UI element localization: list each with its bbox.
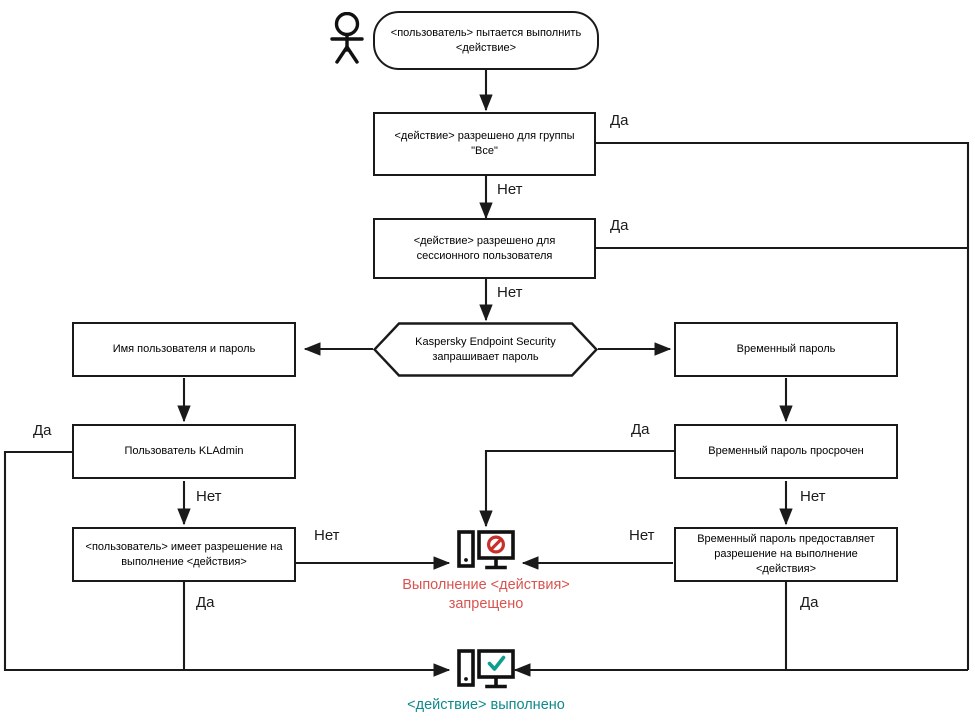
- node-temp-password: Временный пароль: [674, 322, 898, 377]
- node-temp-password-expired: Временный пароль просрочен: [674, 424, 898, 479]
- edge-label-yes-kladmin: Да: [33, 422, 52, 439]
- edge-label-no-expired: Нет: [800, 488, 826, 505]
- terminal-denied-label: Выполнение <действия> запрещено: [336, 576, 636, 614]
- edge-label-yes-session: Да: [610, 217, 629, 234]
- person-icon: [326, 11, 368, 69]
- node-allowed-everyone-label: <действие> разрешено для группы "Все": [394, 130, 575, 157]
- edge-label-yes-everyone: Да: [610, 112, 629, 129]
- edge-label-no-kladmin: Нет: [196, 488, 222, 505]
- edge-label-no-everyone: Нет: [497, 181, 523, 198]
- terminal-allowed-label: <действие> выполнено: [407, 697, 565, 713]
- node-start: <пользователь> пытается выполнить <дейст…: [373, 11, 599, 70]
- node-allowed-session-user-label: <действие> разрешено для сессионного пол…: [413, 234, 556, 262]
- edge-label-yes-grants: Да: [800, 594, 819, 611]
- node-allowed-session-user: <действие> разрешено для сессионного пол…: [373, 218, 596, 279]
- node-allowed-everyone: <действие> разрешено для группы "Все": [373, 112, 596, 176]
- terminal-denied-line1: Выполнение <действия>: [402, 577, 570, 593]
- edge-label-yes-permission: Да: [196, 594, 215, 611]
- node-temp-password-expired-label: Временный пароль просрочен: [708, 445, 864, 458]
- computer-allowed-icon: [457, 648, 515, 697]
- node-start-label: <пользователь> пытается выполнить <дейст…: [390, 26, 582, 54]
- node-temp-password-grants: Временный пароль предоставляет разрешени…: [674, 527, 898, 582]
- edge-label-no-grants: Нет: [629, 527, 655, 544]
- edge-label-no-permission: Нет: [314, 527, 340, 544]
- hexagon-shape: [373, 322, 598, 377]
- node-temp-password-grants-label: Временный пароль предоставляет разрешени…: [697, 533, 875, 575]
- node-user-has-permission-label: <пользователь> имеет разрешение на выпол…: [85, 540, 283, 568]
- node-kes-asks-password: Kaspersky Endpoint Security запрашивает …: [373, 322, 598, 377]
- node-user-has-permission: <пользователь> имеет разрешение на выпол…: [72, 527, 296, 582]
- node-kladmin-user-label: Пользователь KLAdmin: [124, 445, 244, 458]
- edge-label-yes-expired: Да: [631, 421, 650, 438]
- node-username-password: Имя пользователя и пароль: [72, 322, 296, 377]
- node-temp-password-label: Временный пароль: [736, 343, 836, 356]
- node-kladmin-user: Пользователь KLAdmin: [72, 424, 296, 479]
- node-username-password-label: Имя пользователя и пароль: [112, 343, 256, 356]
- edge-label-no-session: Нет: [497, 284, 523, 301]
- computer-denied-icon: [457, 529, 515, 578]
- node-kes-asks-password-label: Kaspersky Endpoint Security запрашивает …: [415, 335, 556, 363]
- terminal-denied-line2: запрещено: [448, 595, 524, 612]
